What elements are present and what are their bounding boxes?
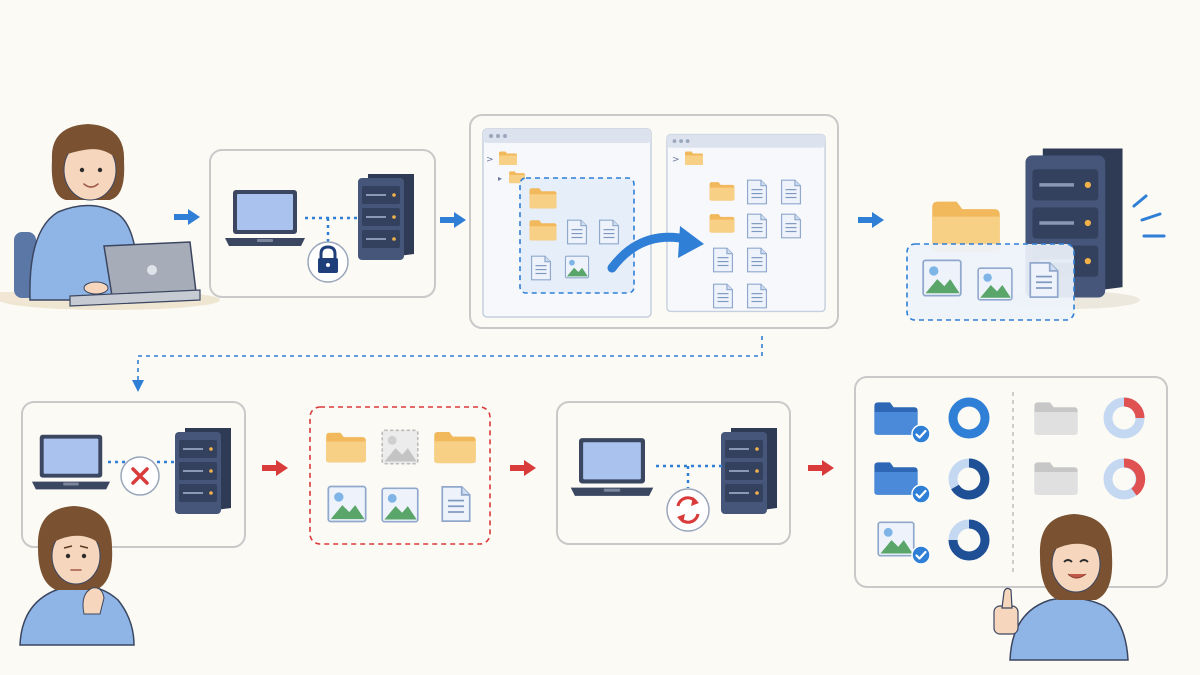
verified-folder-1: [874, 402, 918, 435]
server-icon: [719, 426, 779, 516]
close-icon: [120, 456, 160, 496]
user-thinking-figure: [19, 506, 135, 646]
progress-ring: [948, 397, 990, 439]
resync-panel: [556, 401, 791, 545]
missing-files-panel: [309, 406, 491, 545]
check-icon: [911, 484, 931, 504]
user-working-figure: [0, 124, 220, 310]
flow-arrow-red-2: [510, 460, 536, 476]
server-icon: [173, 426, 233, 516]
secure-connection-panel: [209, 149, 436, 298]
refresh-icon: [666, 488, 710, 532]
flow-arrow-2: [440, 212, 466, 228]
verified-folder-2: [874, 462, 918, 495]
svg-text:▸: ▸: [498, 174, 502, 183]
unverified-folder-1: [1034, 402, 1078, 435]
lock-icon: [307, 241, 349, 283]
flow-arrow-red-1: [262, 460, 288, 476]
svg-text:>: >: [672, 155, 680, 165]
file-copy-panel: > ▸ >: [469, 114, 839, 329]
verification-panel: [854, 376, 1168, 588]
server-icon: [357, 173, 415, 261]
backup-storage: [906, 146, 1166, 321]
flow-arrow-red-3: [808, 460, 834, 476]
svg-text:>: >: [486, 155, 494, 165]
verified-image: [877, 521, 915, 557]
row-connector: [137, 336, 763, 384]
unverified-folder-2: [1034, 462, 1078, 495]
user-happy-figure: [993, 514, 1129, 661]
check-icon: [911, 424, 931, 444]
flow-arrow-1: [174, 209, 200, 225]
flow-arrow-3: [858, 212, 884, 228]
thumbs-up-icon: [993, 587, 1019, 635]
check-icon: [911, 545, 931, 565]
